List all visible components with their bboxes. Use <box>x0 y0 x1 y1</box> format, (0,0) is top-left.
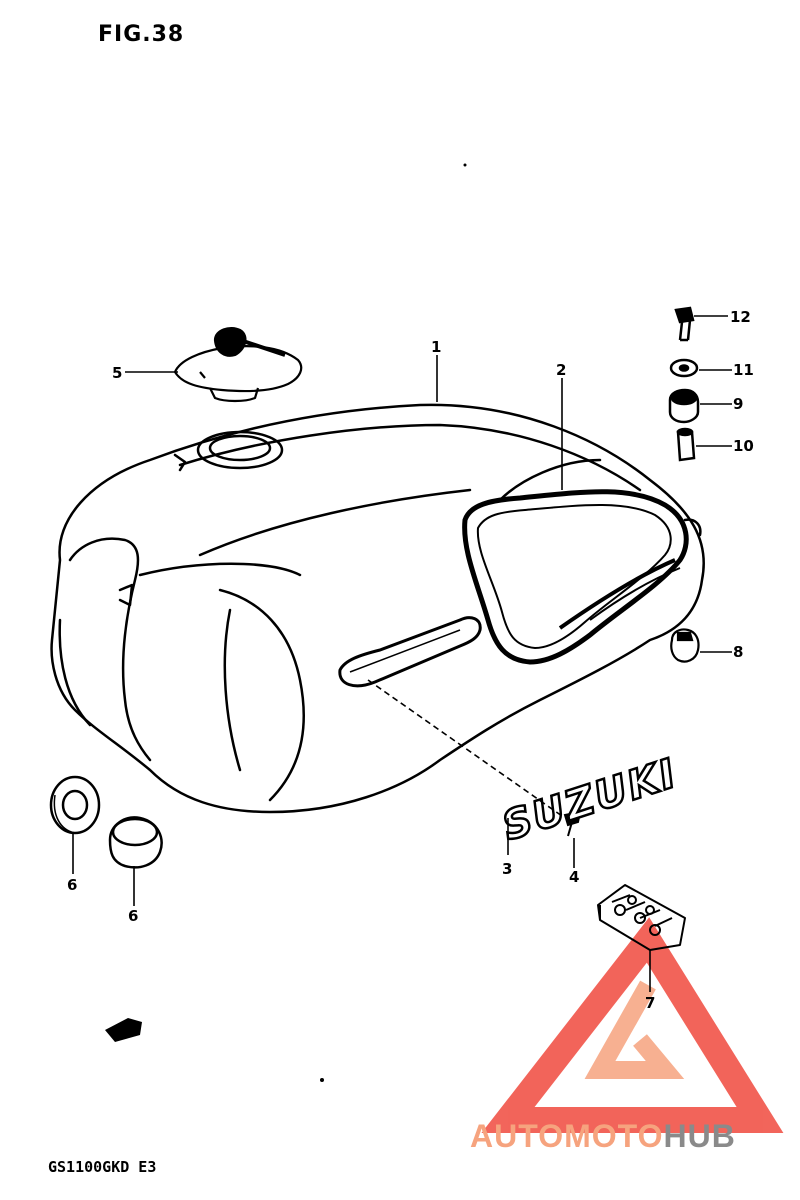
fuel-tank-part <box>50 403 705 814</box>
washer-part <box>669 358 699 378</box>
watermark-part-auto: AUTO <box>470 1118 565 1154</box>
fuel-cap-part <box>173 326 303 403</box>
small-part-fragment-icon <box>105 1018 142 1042</box>
tank-emblem-strip <box>338 616 482 688</box>
callout-11: 11 <box>733 361 754 379</box>
cushion-block-part <box>597 884 686 951</box>
cushion-part <box>670 628 700 663</box>
dot-mark-icon <box>463 163 467 167</box>
callout-12: 12 <box>730 308 751 326</box>
watermark-part-hub: HUB <box>663 1118 736 1154</box>
grommet-part-b <box>108 816 163 869</box>
callout-4: 4 <box>569 868 579 886</box>
callout-2: 2 <box>556 361 566 379</box>
grommet-part-a <box>49 775 101 835</box>
callout-5: 5 <box>112 364 122 382</box>
watermark-logo-icon <box>481 917 784 1133</box>
callout-8: 8 <box>733 643 743 661</box>
watermark-part-moto: MOTO <box>564 1118 664 1154</box>
damper-part <box>668 388 700 424</box>
callout-9: 9 <box>733 395 743 413</box>
callout-6b: 6 <box>128 907 138 925</box>
knee-pad-part <box>462 489 689 665</box>
bolt-part <box>674 306 695 342</box>
screw-part <box>563 810 582 837</box>
suzuki-emblem-part: SUZUKI <box>496 749 685 851</box>
callout-10: 10 <box>733 437 754 455</box>
spacer-part <box>676 427 696 462</box>
leader-lines <box>72 315 732 992</box>
model-code: GS1100GKD E3 <box>48 1158 157 1176</box>
callout-7: 7 <box>645 994 655 1012</box>
suzuki-emblem-text: SUZUKI <box>497 750 683 850</box>
callout-3: 3 <box>502 860 512 878</box>
watermark-text: AUTOMOTOHUB <box>470 1118 736 1155</box>
callout-1: 1 <box>431 338 441 356</box>
callout-6a: 6 <box>67 876 77 894</box>
dot-mark-icon <box>320 1078 324 1082</box>
figure-title: FIG.38 <box>98 22 185 47</box>
